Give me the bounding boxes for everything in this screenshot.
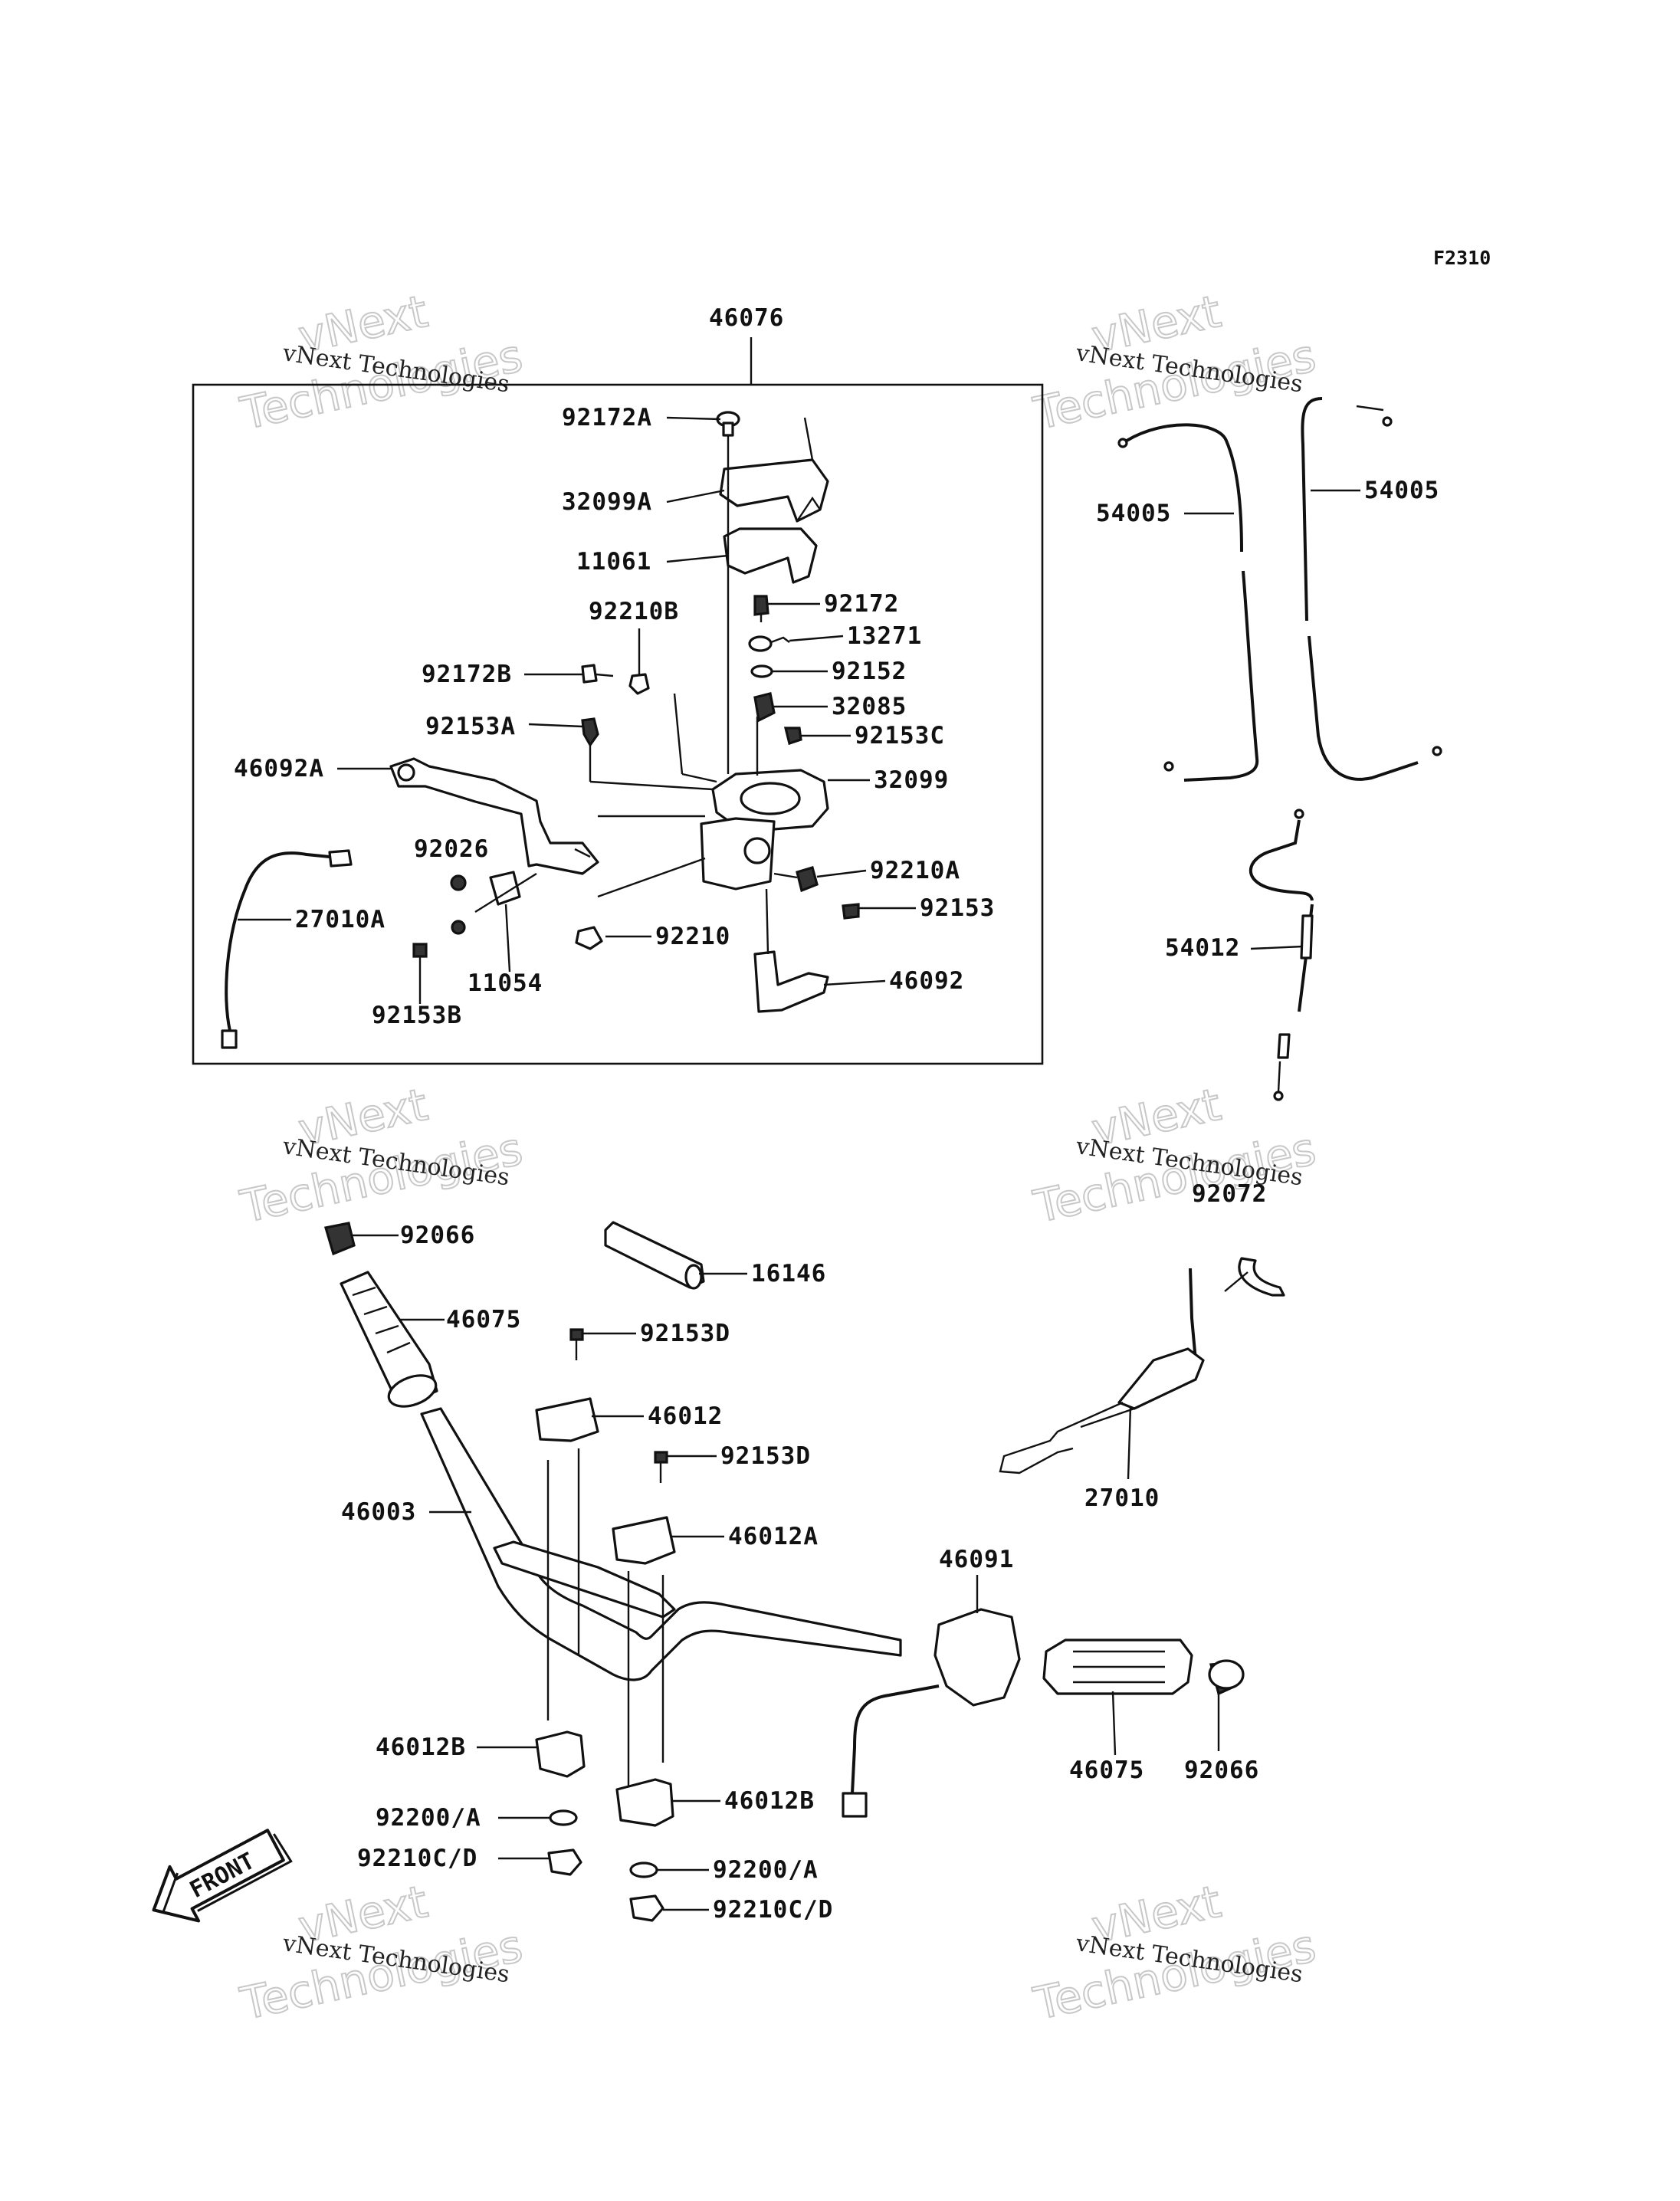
- handlebar-drawing: [323, 1221, 1285, 1922]
- label-46012A: 46012A: [728, 1523, 819, 1550]
- label-92200A-right: 92200/A: [713, 1856, 819, 1884]
- label-92200A-left: 92200/A: [376, 1804, 481, 1832]
- label-13271: 13271: [847, 622, 922, 650]
- label-46075-left: 46075: [446, 1306, 521, 1333]
- label-92210B: 92210B: [589, 598, 679, 625]
- label-92072: 92072: [1192, 1180, 1267, 1208]
- label-92210CD-right: 92210C/D: [713, 1896, 833, 1924]
- lower-leaders: [353, 1234, 1249, 1911]
- label-92153D-mid: 92153D: [720, 1442, 811, 1470]
- label-46092: 46092: [889, 967, 964, 995]
- label-32099A: 32099A: [562, 488, 652, 516]
- label-92153B: 92153B: [372, 1002, 462, 1029]
- label-11054: 11054: [468, 969, 543, 997]
- label-92066-right: 92066: [1184, 1757, 1259, 1784]
- label-46075-right: 46075: [1069, 1757, 1144, 1784]
- label-92210: 92210: [655, 923, 730, 950]
- label-46076: 46076: [709, 304, 784, 332]
- label-46012B-right: 46012B: [724, 1787, 815, 1815]
- label-54005-left: 54005: [1096, 500, 1171, 527]
- label-92066-left: 92066: [400, 1222, 475, 1249]
- label-92172A: 92172A: [562, 404, 652, 431]
- label-92153A: 92153A: [425, 713, 516, 740]
- label-46003: 46003: [341, 1498, 416, 1526]
- label-92210CD-left: 92210C/D: [357, 1845, 477, 1872]
- label-11061: 11061: [576, 548, 651, 576]
- label-54005-right: 54005: [1364, 477, 1439, 504]
- label-27010A: 27010A: [295, 906, 386, 933]
- label-92172: 92172: [824, 590, 899, 618]
- label-92210A: 92210A: [870, 857, 960, 884]
- watermark-mid-left: vNext Technologies vNext Technologies: [235, 1078, 528, 1234]
- assembly-box: [192, 383, 1044, 1065]
- label-46012: 46012: [648, 1402, 723, 1430]
- label-46091: 46091: [939, 1546, 1014, 1573]
- label-27010: 27010: [1084, 1484, 1160, 1512]
- label-32099: 32099: [874, 766, 949, 794]
- box-leaders: [238, 416, 916, 986]
- label-54012: 54012: [1165, 934, 1240, 962]
- label-92172B: 92172B: [422, 661, 512, 688]
- label-92026: 92026: [414, 835, 489, 863]
- watermark-bottom-right: vNext Technologies vNext Technologies: [1029, 1875, 1321, 2031]
- watermark-top-right: vNext Technologies vNext Technologies: [1029, 284, 1321, 441]
- diagram-code: F2310: [1433, 247, 1491, 269]
- watermark-bottom-left: vNext Technologies vNext Technologies: [235, 1875, 528, 2031]
- label-92153C: 92153C: [855, 722, 945, 750]
- label-92153D-top: 92153D: [640, 1320, 730, 1347]
- watermark-mid-right: vNext Technologies vNext Technologies: [1029, 1078, 1321, 1234]
- label-92153: 92153: [920, 894, 995, 922]
- front-arrow: FRONT: [152, 1829, 293, 1923]
- label-32085: 32085: [832, 693, 907, 720]
- label-46092A: 46092A: [234, 755, 324, 782]
- master-cylinder-drawing: [221, 411, 860, 1049]
- watermark-top-left: vNext Technologies vNext Technologies: [235, 284, 528, 441]
- label-92152: 92152: [832, 658, 907, 685]
- label-46012B-left: 46012B: [376, 1734, 466, 1761]
- label-16146: 16146: [751, 1260, 826, 1287]
- cables-drawing: [1117, 397, 1442, 1101]
